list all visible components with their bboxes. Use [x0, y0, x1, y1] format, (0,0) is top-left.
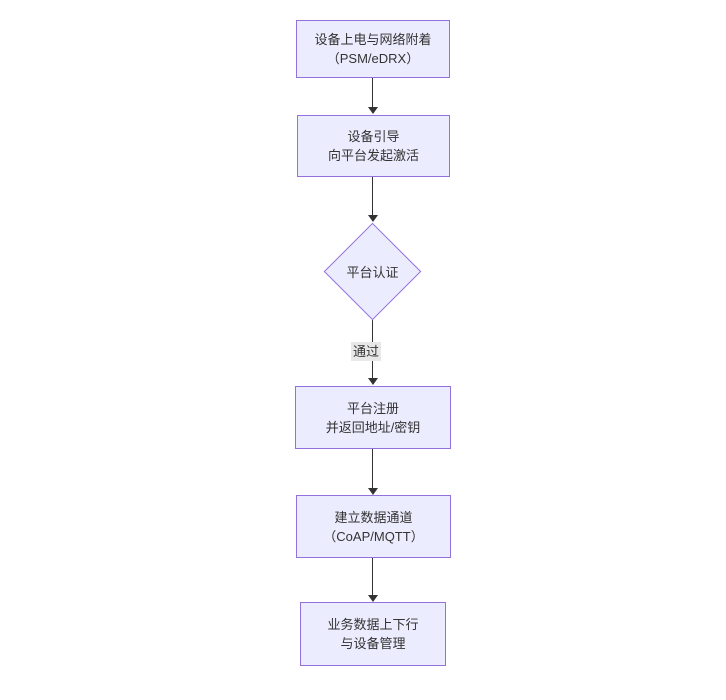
node-text-line: 业务数据上下行	[327, 617, 419, 632]
node-text-line: 设备上电与网络附着	[314, 32, 432, 47]
arrow-line	[372, 177, 373, 215]
flow-node-data-channel: 建立数据通道 （CoAP/MQTT）	[296, 495, 451, 558]
flow-arrow-4	[368, 449, 378, 495]
flow-node-power-attach: 设备上电与网络附着 （PSM/eDRX）	[296, 20, 450, 78]
node-text-line: 设备引导	[347, 129, 400, 144]
flow-arrow-1	[368, 78, 378, 114]
node-text-line: 建立数据通道	[334, 509, 413, 525]
node-text-line: 平台认证	[346, 265, 399, 280]
arrow-line	[372, 449, 373, 488]
node-text-line: （CoAP/MQTT）	[323, 528, 424, 544]
arrow-head-icon	[368, 488, 378, 495]
node-text-line: 向平台发起激活	[327, 148, 419, 163]
flow-arrow-2	[368, 177, 378, 222]
flow-node-register: 平台注册 并返回地址/密钥	[295, 386, 451, 449]
flow-node-business: 业务数据上下行 与设备管理	[300, 602, 446, 666]
flow-node-platform-auth: 平台认证	[323, 222, 422, 320]
arrow-line	[372, 558, 373, 595]
arrow-line	[372, 78, 373, 107]
node-text-line: 与设备管理	[340, 636, 406, 651]
arrow-head-icon	[368, 215, 378, 222]
arrow-head-icon	[368, 595, 378, 602]
node-text-line: 平台注册	[346, 400, 399, 416]
flow-arrow-5	[368, 558, 378, 602]
arrow-head-icon	[368, 107, 378, 114]
arrow-head-icon	[368, 378, 378, 385]
edge-label-pass: 通过	[351, 342, 382, 361]
flow-node-bootstrap: 设备引导 向平台发起激活	[297, 115, 450, 177]
node-text-line: 并返回地址/密钥	[325, 419, 421, 435]
node-text-line: （PSM/eDRX）	[326, 51, 420, 66]
